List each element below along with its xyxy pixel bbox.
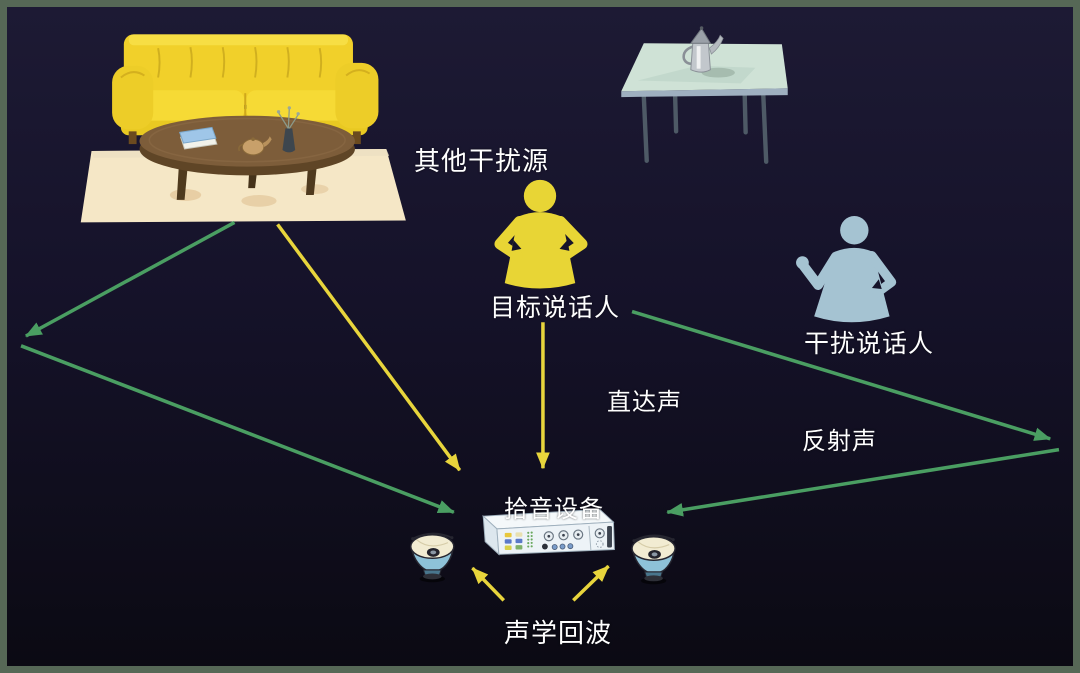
arrow-echo-to-left-speaker xyxy=(471,566,506,602)
arrow-other-source-to-device xyxy=(276,223,462,472)
kettle xyxy=(682,26,724,73)
vase xyxy=(276,106,300,153)
device-buttons xyxy=(504,532,523,550)
acoustic-scene-illustration xyxy=(20,26,1060,602)
pickup-device xyxy=(482,508,615,556)
arrow-reflection-left-incident xyxy=(25,220,236,338)
book xyxy=(178,126,218,150)
sofa xyxy=(112,34,379,145)
interfering-speaker-figure xyxy=(796,216,897,323)
right-loudspeaker xyxy=(631,534,677,586)
target-speaker-figure xyxy=(494,179,588,289)
device-led-dots xyxy=(527,531,533,548)
arrow-reflection-left-to-device xyxy=(20,344,455,514)
arrow-reflection-right-incident xyxy=(631,309,1052,441)
arrow-reflection-right-to-device xyxy=(666,447,1060,517)
side-table xyxy=(621,26,788,164)
device-knobs xyxy=(541,525,612,551)
teapot xyxy=(238,136,272,156)
coffee-table xyxy=(139,106,355,200)
arrow-echo-to-right-speaker xyxy=(572,564,610,602)
left-loudspeaker xyxy=(409,532,455,584)
